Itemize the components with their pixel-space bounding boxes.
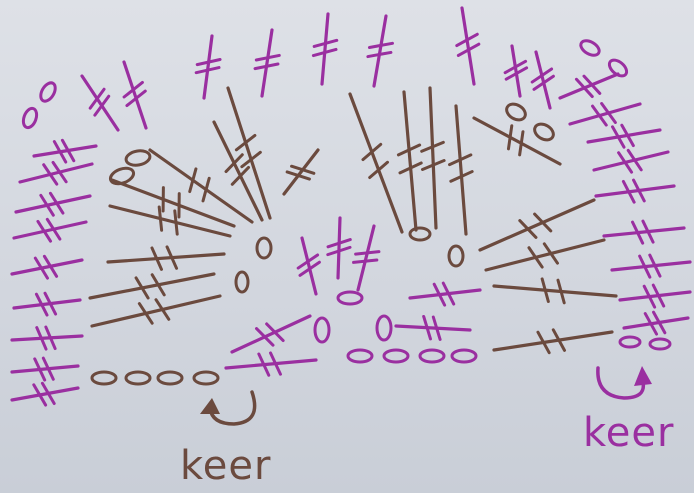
treble-stitch bbox=[10, 356, 80, 382]
curved-arrow-up-icon bbox=[208, 390, 257, 426]
chain-stitch bbox=[648, 337, 672, 351]
treble-stitch bbox=[530, 50, 555, 110]
chain-stitch bbox=[579, 39, 601, 57]
treble-stitch bbox=[602, 219, 686, 245]
treble-stitch bbox=[14, 191, 92, 217]
treble-stitch bbox=[32, 138, 98, 164]
double-crochet-stitch bbox=[282, 148, 320, 196]
chain-stitch bbox=[124, 149, 152, 167]
chain-stitch bbox=[418, 348, 446, 364]
arrow-head bbox=[200, 398, 220, 414]
chain-stitch bbox=[450, 348, 478, 364]
treble-stitch bbox=[366, 14, 394, 88]
chain-stitch bbox=[234, 270, 250, 294]
double-crochet-stitch bbox=[484, 238, 606, 272]
treble-stitch bbox=[194, 34, 222, 100]
double-crochet-stitch bbox=[420, 86, 446, 230]
arrow-head bbox=[634, 366, 652, 386]
chain-stitch bbox=[124, 370, 152, 386]
treble-stitch bbox=[311, 12, 339, 86]
chain-stitch bbox=[533, 122, 555, 142]
treble-stitch bbox=[408, 281, 482, 307]
treble-stitch bbox=[618, 283, 692, 309]
treble-stitch bbox=[594, 178, 676, 204]
treble-stitch bbox=[503, 44, 529, 98]
double-crochet-stitch bbox=[212, 120, 264, 222]
chain-stitch bbox=[255, 236, 273, 260]
double-crochet-stitch bbox=[492, 328, 614, 355]
treble-stitch bbox=[10, 325, 84, 351]
treble-stitch bbox=[80, 74, 120, 132]
double-crochet-stitch bbox=[492, 277, 618, 305]
chain-stitch bbox=[408, 226, 432, 242]
treble-stitch bbox=[12, 291, 82, 317]
inner-round-stitches bbox=[88, 86, 618, 386]
chain-stitch bbox=[39, 81, 57, 103]
double-crochet-stitch bbox=[106, 245, 226, 271]
chain-stitch bbox=[156, 370, 184, 386]
double-crochet-stitch bbox=[226, 86, 272, 220]
chain-stitch bbox=[192, 370, 220, 386]
treble-stitch bbox=[230, 314, 312, 354]
chain-stitch bbox=[346, 348, 374, 364]
treble-stitch bbox=[592, 148, 670, 174]
chain-stitch bbox=[618, 335, 642, 349]
treble-stitch bbox=[10, 254, 84, 280]
center-stitch bbox=[352, 224, 381, 292]
double-crochet-stitch bbox=[478, 198, 596, 252]
chain-stitch bbox=[505, 102, 527, 122]
chain-stitch bbox=[90, 370, 118, 386]
center-stitch bbox=[296, 236, 321, 296]
chain-stitch bbox=[313, 316, 331, 344]
double-crochet-stitch bbox=[88, 272, 216, 300]
treble-stitch bbox=[122, 60, 148, 130]
chain-stitch bbox=[21, 106, 39, 130]
chain-stitch bbox=[607, 58, 629, 78]
chain-stitch bbox=[382, 348, 410, 364]
turn-label-left: keer bbox=[180, 443, 272, 489]
outer-round-stitches bbox=[10, 6, 692, 407]
treble-stitch bbox=[18, 160, 94, 186]
chain-stitch bbox=[447, 244, 465, 268]
chain-stitch bbox=[108, 166, 136, 186]
curved-arrow-up-icon bbox=[596, 366, 646, 400]
double-crochet-stitch bbox=[448, 104, 474, 236]
treble-stitch bbox=[586, 123, 662, 149]
turn-label-right: keer bbox=[583, 410, 675, 456]
treble-stitch bbox=[568, 102, 642, 127]
treble-stitch bbox=[610, 253, 692, 279]
treble-stitch bbox=[622, 310, 690, 336]
treble-stitch bbox=[394, 314, 472, 341]
turn-arrows bbox=[200, 366, 652, 426]
double-crochet-stitch bbox=[472, 116, 562, 166]
double-crochet-stitch bbox=[348, 92, 404, 234]
treble-stitch bbox=[224, 351, 318, 377]
double-crochet-stitch bbox=[110, 178, 236, 228]
double-crochet-stitch bbox=[108, 204, 232, 238]
treble-stitch bbox=[558, 72, 620, 100]
center-stitch bbox=[326, 216, 352, 280]
double-crochet-stitch bbox=[90, 294, 222, 328]
treble-stitch bbox=[253, 28, 281, 98]
double-crochet-stitch bbox=[396, 90, 423, 232]
chain-stitch bbox=[375, 314, 393, 342]
treble-stitch bbox=[12, 217, 88, 243]
chain-stitch bbox=[336, 290, 364, 306]
treble-stitch bbox=[455, 6, 481, 86]
double-crochet-stitch bbox=[148, 148, 254, 224]
treble-stitch bbox=[10, 381, 80, 407]
